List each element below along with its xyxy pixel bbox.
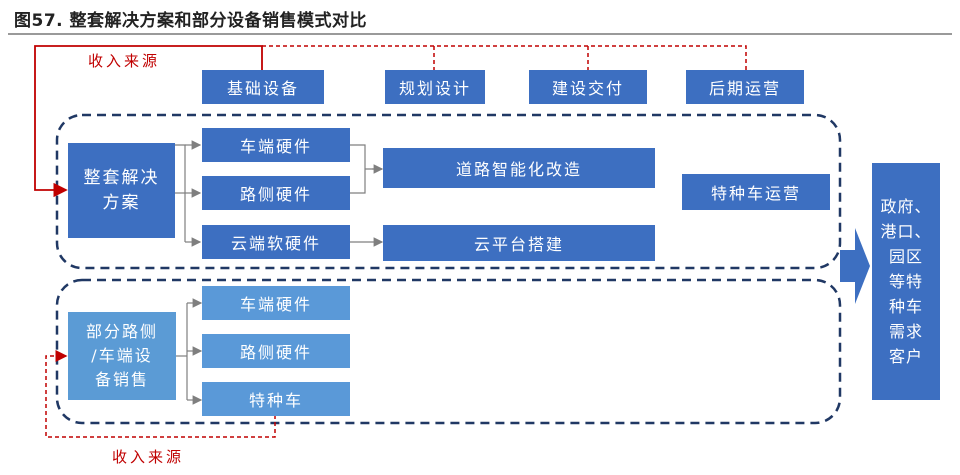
customer-line: 园区 <box>888 247 923 266</box>
group1-vehicle-hardware: 车端硬件 <box>202 128 350 162</box>
customer-line: 政府、 <box>880 197 932 216</box>
group2-dashed-border <box>55 278 842 425</box>
group1-special-ops: 特种车运营 <box>682 174 830 210</box>
group2-source-line3: 备销售 <box>94 370 149 389</box>
top-later-operation: 后期运营 <box>686 70 804 104</box>
customer-line: 客户 <box>888 347 923 366</box>
top-basic-equipment: 基础设备 <box>202 70 324 104</box>
big-arrow-to-customer <box>840 228 870 304</box>
customer-line: 种车 <box>888 297 923 316</box>
revenue-line-top <box>34 45 263 198</box>
revenue-line-top-dashed <box>262 45 747 70</box>
group2-roadside-hardware: 路侧硬件 <box>202 334 350 368</box>
figure-title: 图57. 整套解决方案和部分设备销售模式对比 <box>14 11 368 31</box>
group1-cloud-hardware: 云端软硬件 <box>202 225 350 259</box>
top-planning-design: 规划设计 <box>385 70 485 104</box>
revenue-label-bottom: 收入来源 <box>112 448 185 466</box>
revenue-line-bottom <box>45 350 276 438</box>
group1-source: 整套解决 方案 <box>68 143 175 238</box>
revenue-label-top: 收入来源 <box>88 52 161 70</box>
group2-source-line2: /车端设 <box>91 346 153 365</box>
group2-source: 部分路侧 /车端设 备销售 <box>68 312 176 400</box>
group1-dashed-border <box>55 113 842 270</box>
customer-line: 需求 <box>888 322 923 341</box>
customer-line: 港口、 <box>880 222 932 241</box>
group1-roadside-hardware: 路侧硬件 <box>202 176 350 210</box>
group1-road-upgrade: 道路智能化改造 <box>383 148 655 188</box>
customer-box: 政府、 港口、 园区 等特 种车 需求 客户 <box>872 163 940 400</box>
group2-special-vehicle: 特种车 <box>202 382 350 416</box>
group1-cloud-platform: 云平台搭建 <box>383 225 655 261</box>
group1-source-line2: 方案 <box>102 192 141 213</box>
customer-line: 等特 <box>888 272 923 291</box>
title-divider <box>8 33 952 35</box>
group2-source-line1: 部分路侧 <box>85 322 158 341</box>
group1-source-line1: 整套解决 <box>83 167 160 188</box>
group2-vehicle-hardware: 车端硬件 <box>202 286 350 320</box>
top-construction-delivery: 建设交付 <box>529 70 647 104</box>
